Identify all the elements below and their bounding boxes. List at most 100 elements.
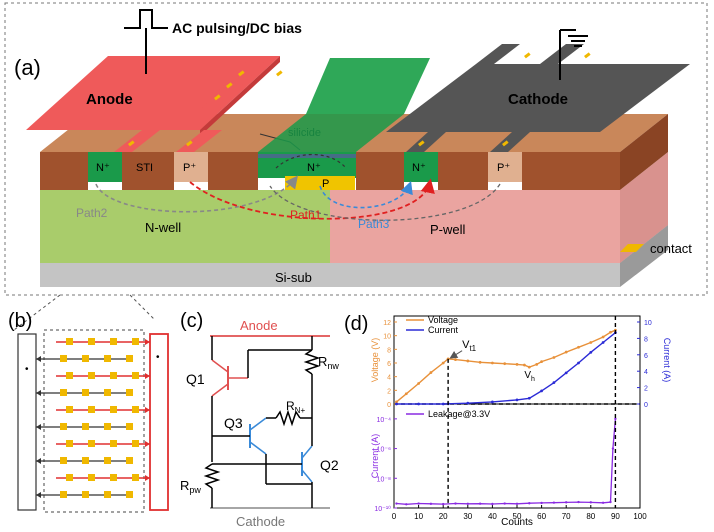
- contact-markers: [128, 52, 591, 147]
- leakage-point: [503, 502, 506, 505]
- x-tick-label: 0: [392, 512, 397, 521]
- x-tick-label: 60: [537, 512, 546, 521]
- contact-pad: [60, 491, 67, 498]
- contact-pad: [132, 372, 139, 379]
- rnw-label: Rnw: [318, 354, 339, 371]
- voltage-point: [515, 362, 519, 366]
- contact-pad: [88, 406, 95, 413]
- vt1-annotation: Vt1: [462, 339, 477, 353]
- circuit-anode-label: Anode: [240, 318, 278, 333]
- y-tick-label-voltage: 8: [387, 347, 391, 354]
- panel-a-tag: (a): [14, 55, 41, 80]
- current-point: [441, 402, 445, 406]
- leakage-point: [429, 502, 433, 506]
- y-tick-label-voltage: 4: [387, 375, 391, 382]
- leakage-point: [577, 500, 580, 504]
- contact-legend-swatch: [620, 244, 644, 252]
- current-point: [491, 400, 494, 404]
- q1-label: Q1: [186, 371, 205, 387]
- y-tick-label-current: 6: [644, 353, 648, 360]
- current-point: [564, 371, 568, 375]
- finger-arrowhead: [145, 407, 150, 413]
- contact-pad: [126, 457, 133, 464]
- cathode-label: Cathode: [508, 91, 568, 108]
- legend-leakage-label: Leakage@3.3V: [428, 409, 490, 419]
- n-plus-1: [88, 152, 122, 182]
- leakage-point: [491, 502, 494, 506]
- contact-pad: [132, 474, 139, 481]
- legend-current-label: Current: [428, 325, 459, 335]
- leakage-point: [609, 500, 612, 504]
- leakage-point: [395, 502, 398, 505]
- voltage-point: [466, 359, 470, 363]
- ground-icon: [568, 35, 588, 47]
- y-tick-label-leak: 10⁻⁸: [377, 476, 391, 483]
- contact-pad: [132, 338, 139, 345]
- voltage-point: [417, 382, 420, 385]
- circuit-cathode-label: Cathode: [236, 514, 285, 529]
- y-tick-label-leak: 10⁻⁶: [377, 447, 391, 454]
- nwell-label: N-well: [145, 220, 181, 235]
- contact-pad: [60, 457, 67, 464]
- finger-arrowhead: [145, 339, 150, 345]
- y-tick-label-leak: 10⁻⁴: [377, 417, 392, 424]
- contact-pad: [126, 491, 133, 498]
- voltage-point: [429, 371, 433, 374]
- anode-label: Anode: [86, 91, 133, 108]
- contact-pad: [60, 389, 67, 396]
- current-point: [601, 341, 605, 344]
- voltage-series-line: [396, 329, 616, 403]
- contact-pad: [104, 457, 111, 464]
- current-point: [527, 396, 531, 400]
- voltage-point: [491, 361, 494, 365]
- p-plus-label-1: P⁺: [183, 162, 196, 174]
- finger-array: ••: [25, 338, 160, 498]
- bottom-plot-frame: [393, 403, 641, 509]
- p-region: [285, 176, 355, 190]
- contact-pad: [104, 491, 111, 498]
- current-point: [540, 389, 543, 393]
- leakage-point: [552, 501, 556, 504]
- q2-transistor: [301, 445, 313, 483]
- leakage-series-line: [396, 418, 617, 505]
- y-tick-label-voltage: 10: [383, 334, 391, 341]
- si-sub-label: Si-sub: [275, 270, 312, 285]
- x-tick-label: 90: [611, 512, 620, 521]
- rnplus-label: RN+: [286, 399, 305, 415]
- voltage-point: [552, 356, 556, 359]
- current-point: [515, 398, 519, 402]
- legend-voltage-label: Voltage: [428, 315, 458, 325]
- path2-label: Path2: [76, 206, 108, 220]
- voltage-point: [522, 363, 526, 367]
- n-well: [40, 190, 330, 263]
- voltage-point: [527, 365, 531, 369]
- voltage-point: [577, 345, 580, 349]
- contact-pad: [110, 372, 117, 379]
- contact-pad: [110, 474, 117, 481]
- contact-pad: [82, 423, 89, 430]
- x-tick-label: 70: [562, 512, 571, 521]
- n-plus-2: [404, 152, 438, 182]
- current-series-line: [396, 332, 616, 405]
- cathode-bus: [149, 333, 169, 511]
- voltage-point: [601, 335, 605, 339]
- y-tick-label-current: 4: [644, 369, 648, 376]
- p-plus-1: [174, 152, 208, 182]
- path1-label: Path1: [290, 208, 322, 222]
- panel-b-tag: (b): [8, 310, 32, 332]
- finger-arrowhead: [36, 424, 41, 430]
- panel-a-border: [4, 2, 708, 296]
- contact-pad: [88, 474, 95, 481]
- voltage-point: [454, 358, 457, 361]
- n-plus-label-2: N⁺: [412, 162, 426, 174]
- q1-transistor: [211, 359, 248, 397]
- y-tick-label-voltage: 2: [387, 388, 391, 395]
- path1-arrow: [189, 178, 435, 220]
- y-tick-label-current: 0: [644, 402, 648, 409]
- voltage-point: [540, 360, 543, 364]
- contact-pad: [60, 355, 67, 362]
- p-well: [330, 190, 620, 263]
